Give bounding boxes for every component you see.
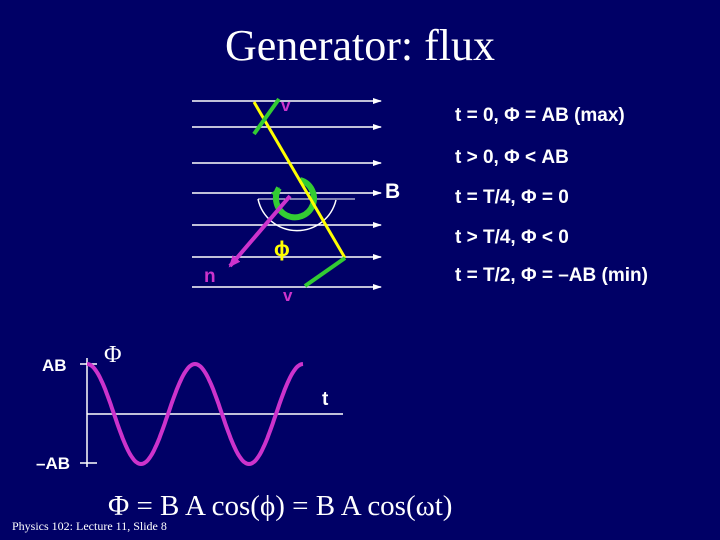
velocity-label-bottom: v bbox=[283, 286, 293, 305]
slide-title: Generator: flux bbox=[225, 21, 495, 70]
flux-graph bbox=[80, 358, 343, 467]
graph-tick-label-minus-AB: –AB bbox=[36, 454, 71, 473]
statement-t-gt-quarter: t > T/4, Φ < 0 bbox=[455, 227, 569, 248]
statement-t-quarter: t = T/4, Φ = 0 bbox=[455, 187, 569, 208]
graph-tick-label-AB: AB bbox=[42, 356, 67, 375]
angle-label-phi: ϕ bbox=[274, 238, 290, 261]
phi-angle-arc bbox=[257, 198, 337, 232]
rotation-arrow-icon bbox=[270, 177, 317, 221]
velocity-vector-top bbox=[252, 97, 281, 136]
normal-label-n: n bbox=[204, 266, 216, 287]
statement-t0: t = 0, Φ = AB (max) bbox=[455, 105, 625, 126]
flux-formula: Φ = B A cos(ϕ) = B A cos(ωt) bbox=[108, 490, 453, 522]
flux-wave bbox=[86, 361, 304, 467]
statement-t-gt-0: t > 0, Φ < AB bbox=[455, 147, 569, 168]
velocity-label-top: v bbox=[281, 96, 291, 115]
coil-side bbox=[252, 101, 347, 259]
field-lines bbox=[192, 98, 382, 290]
graph-y-axis-label: Φ bbox=[104, 342, 122, 368]
graph-x-axis-label: t bbox=[322, 389, 329, 410]
slide-footer: Physics 102: Lecture 11, Slide 8 bbox=[12, 519, 167, 533]
field-label-B: B bbox=[385, 180, 401, 203]
statement-t-half: t = T/2, Φ = –AB (min) bbox=[455, 265, 648, 286]
normal-vector bbox=[228, 194, 292, 268]
velocity-vector-bottom bbox=[303, 256, 347, 288]
